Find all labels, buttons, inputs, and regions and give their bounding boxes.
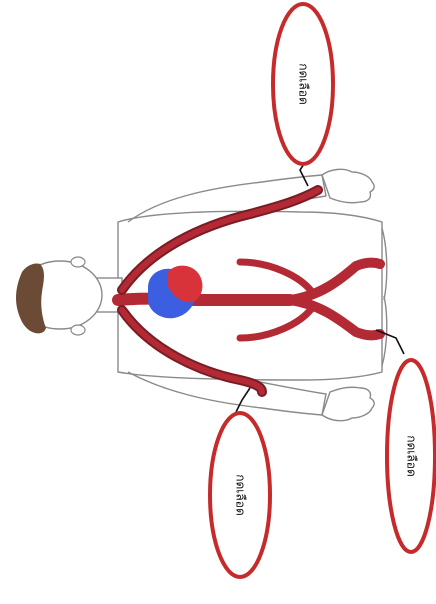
head xyxy=(16,257,122,335)
label-top-text: กดเลือด xyxy=(297,63,311,105)
label-oval-bottom-right: กดเลือด xyxy=(387,360,435,552)
label-bottom-right-text: กดเลือด xyxy=(405,435,419,477)
label-oval-bottom-left: กดเลือด xyxy=(210,413,270,577)
label-bottom-left-text: กดเลือด xyxy=(234,474,248,516)
label-oval-top: กดเลือด xyxy=(273,4,333,164)
